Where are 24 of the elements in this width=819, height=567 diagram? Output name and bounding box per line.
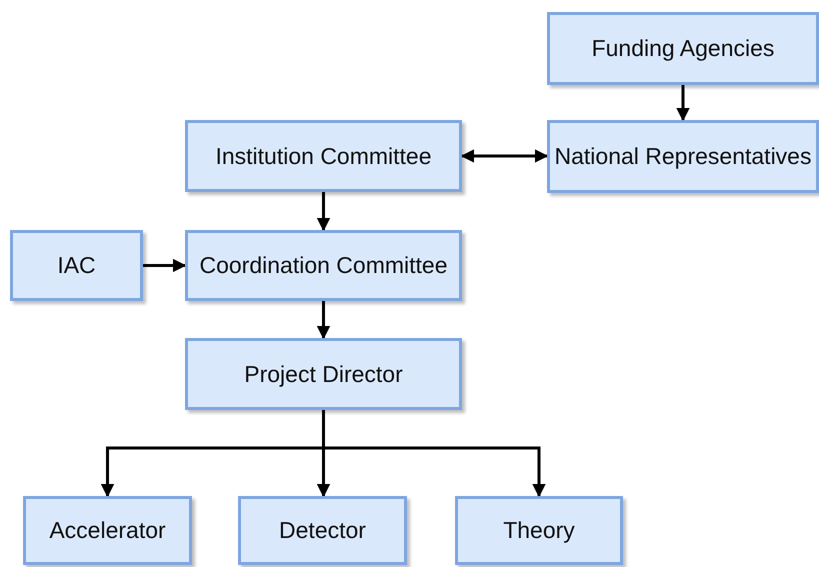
box-label: Accelerator [48, 516, 167, 545]
box-label: National Representatives [554, 142, 812, 171]
box-label: Coordination Committee [198, 251, 448, 280]
process-box [185, 338, 462, 410]
box-label: Theory [502, 516, 576, 545]
box-label: Institution Committee [214, 142, 433, 170]
arrow [316, 301, 330, 340]
process-box [185, 230, 462, 301]
process-box [10, 230, 143, 301]
process-box [23, 496, 192, 565]
arrow [460, 149, 548, 163]
process-box [238, 496, 407, 565]
arrow [676, 85, 690, 122]
arrow [316, 192, 330, 232]
arrow [143, 258, 186, 272]
process-box [547, 12, 819, 85]
process-box [547, 120, 819, 193]
process-box [185, 120, 462, 192]
process-box [455, 496, 623, 565]
box-label: IAC [56, 251, 97, 280]
box-label: Detector [278, 516, 367, 545]
box-label: Funding Agencies [590, 34, 776, 63]
box-label: Project Director [243, 360, 404, 389]
arrow [322, 410, 546, 498]
